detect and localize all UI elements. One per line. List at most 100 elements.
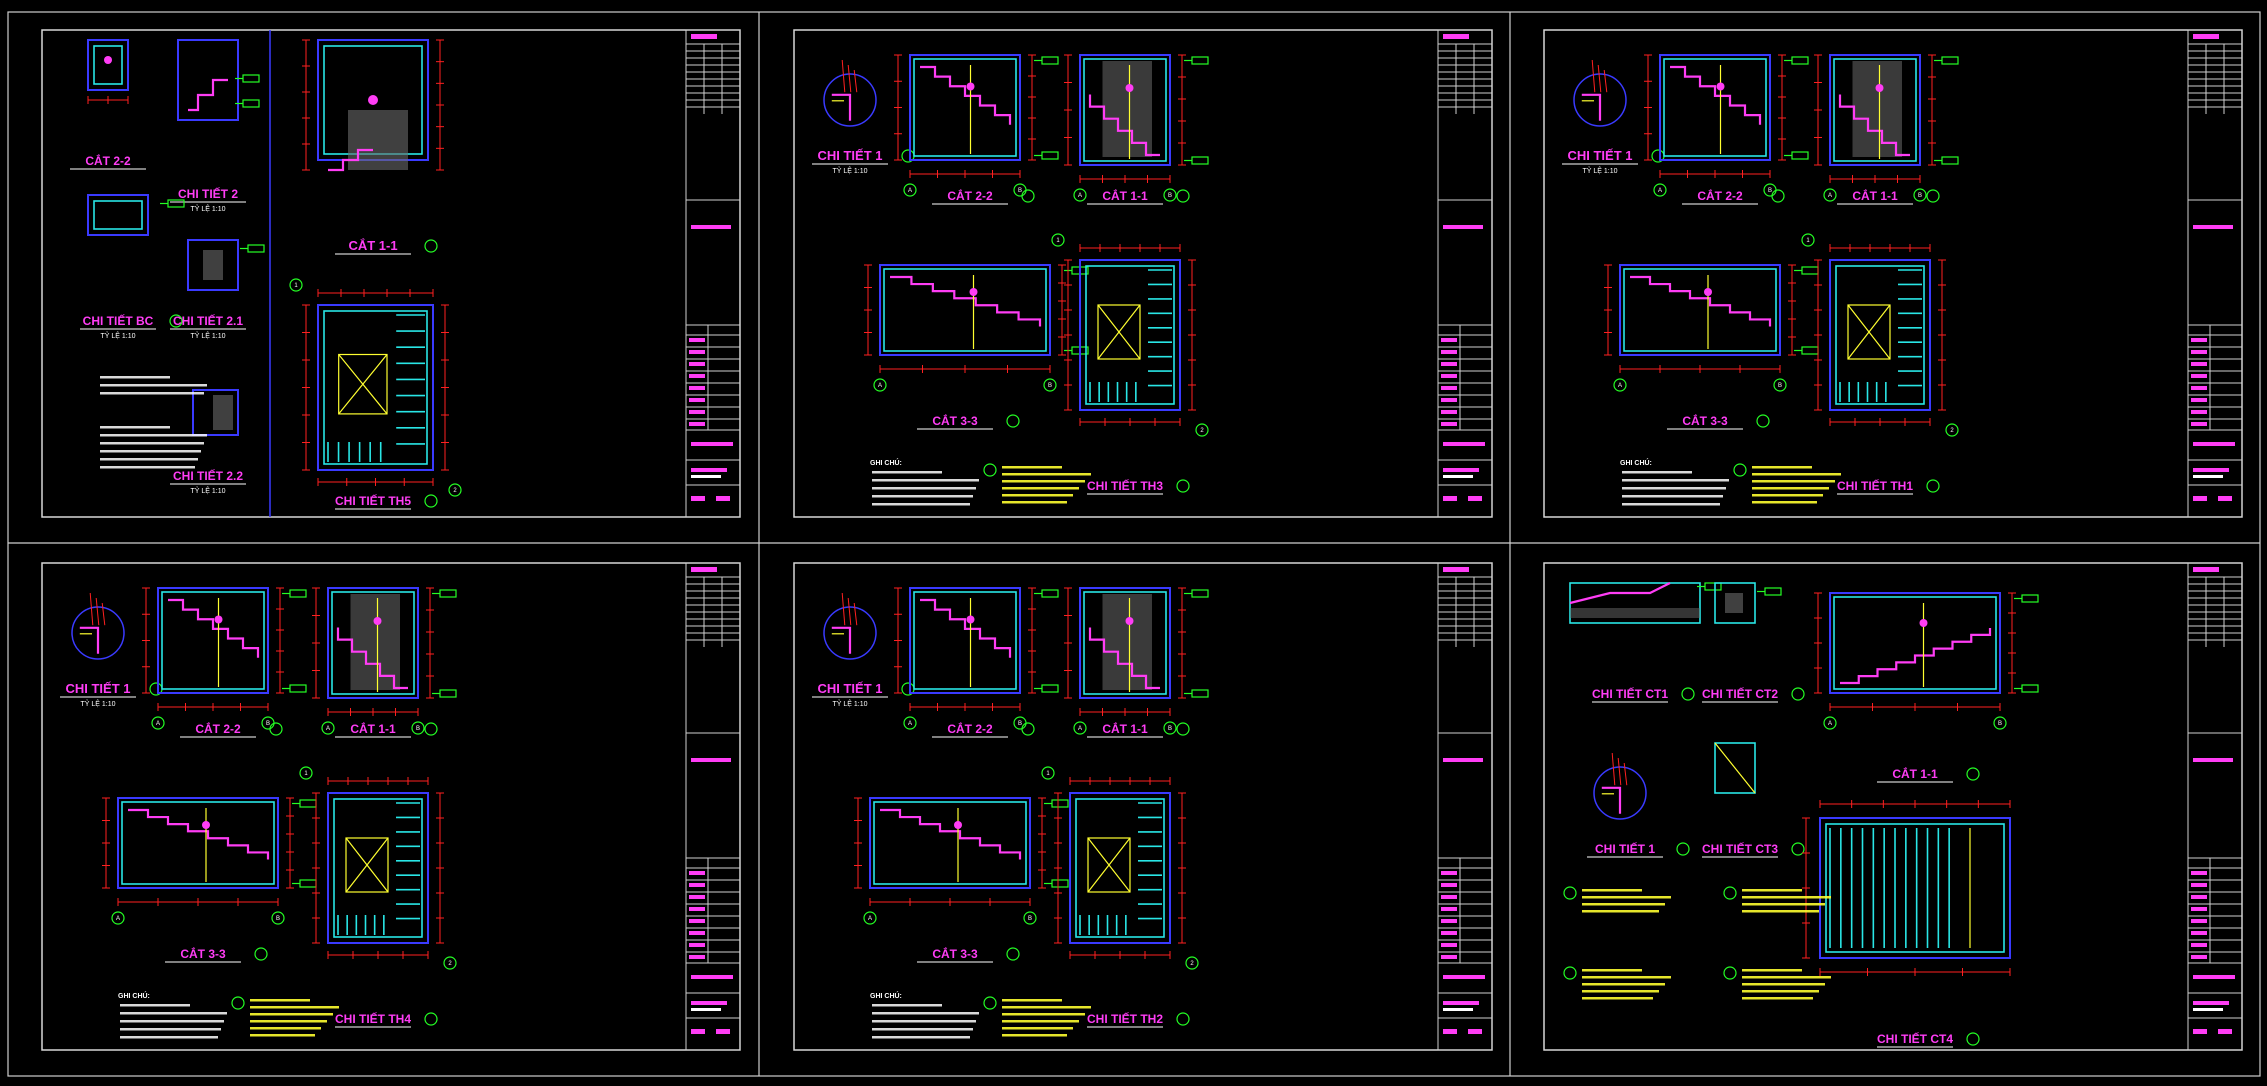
section-wall [177, 39, 239, 121]
title-block-field [716, 1029, 730, 1034]
drawing-caption: CHI TIẾT 1TỶ LỆ 1:10 [1562, 148, 1665, 175]
dimension-chain [157, 703, 269, 711]
grid-bubble-circle [1723, 966, 1737, 980]
drawing-caption: CHI TIẾT TH3 [1087, 478, 1190, 495]
dimension-chain [87, 96, 129, 104]
grid-bubble: 2 [443, 956, 457, 970]
grid-bubble: B [1023, 911, 1037, 925]
title-block-field [691, 1001, 727, 1005]
grid-bubble [1176, 1012, 1190, 1026]
grid-bubble-label: A [1658, 188, 1662, 194]
grid-bubble: 1 [1051, 233, 1065, 247]
level-box [289, 684, 307, 693]
drawing-title: CẮT 3-3 [932, 413, 978, 428]
drawing-title: CẮT 2-2 [947, 721, 993, 736]
grid-bubble-circle [289, 278, 303, 292]
notes-block [100, 426, 207, 469]
drawing-caption: CẮT 1-1 [1837, 188, 1940, 205]
plan-wall [1079, 259, 1181, 411]
grid-bubble-label: B [266, 721, 270, 727]
level-box [1941, 56, 1959, 65]
title-block [2187, 29, 2243, 518]
detail-circle [1573, 73, 1627, 127]
title-block-field [691, 34, 717, 39]
title-block-field [2191, 374, 2207, 378]
grid-bubble-circle [1823, 188, 1837, 202]
drawing-caption: CHI TIẾT 1TỶ LỆ 1:10 [812, 148, 915, 175]
drawing-caption: CẮT 1-1 [335, 238, 438, 255]
grid-bubble: B [1773, 378, 1787, 392]
note-line [872, 1028, 973, 1031]
level-box [242, 74, 260, 83]
drawing-caption: CẮT 2-2 [1682, 188, 1785, 205]
plan-view: 12 [299, 766, 457, 970]
grid-bubble-label: B [1778, 383, 1782, 389]
section-inner-wall [1083, 591, 1167, 695]
stair-profile [1088, 94, 1160, 157]
title-block-frame [685, 29, 741, 518]
title-block-field [2193, 442, 2235, 446]
title-block [1437, 562, 1493, 1051]
level-tag [2014, 684, 2039, 693]
drawing-title: CHI TIẾT 1 [1595, 841, 1655, 856]
note-line [1622, 471, 1692, 474]
grid-bubble: B [1993, 716, 2007, 730]
title-block-frame [1437, 562, 1493, 1051]
note-line [100, 442, 204, 445]
title-block [2187, 562, 2243, 1051]
section-fill [350, 594, 400, 690]
title-block-field [1443, 1008, 1473, 1011]
dimension-chain [1028, 54, 1036, 161]
grid-bubble: 2 [1195, 423, 1209, 437]
drawing-caption: CẮT 1-1 [1877, 766, 1980, 783]
section-wall [1659, 54, 1771, 161]
section-wall [1079, 587, 1171, 699]
drawing-caption: CẮT 3-3 [917, 413, 1020, 430]
dimension-chain [317, 289, 434, 297]
grid-bubble-circle [873, 378, 887, 392]
title-block-field [691, 468, 727, 472]
grid-bubble [1926, 189, 1940, 203]
grid-bubble: 2 [1945, 423, 1959, 437]
dimension-chain [1819, 800, 2011, 808]
dimension-chain [1829, 175, 1921, 183]
grid-bubble-circle [1733, 463, 1747, 477]
note-line [120, 1028, 221, 1031]
note-line [250, 999, 310, 1002]
drawing-scale: TỶ LỆ 1:10 [190, 486, 225, 495]
note-line [120, 1004, 190, 1007]
section-inner-wall [1623, 268, 1777, 352]
title-block-field [2191, 386, 2207, 390]
dimension-chain [441, 304, 449, 471]
level-box [167, 199, 185, 208]
drawing-title: CẮT 3-3 [1682, 413, 1728, 428]
section-wall [909, 54, 1021, 161]
plan-view: 12 [289, 278, 462, 497]
drawing-caption: CẮT 2-2 [932, 188, 1035, 205]
detail-marker [104, 56, 112, 64]
section-fill [1570, 608, 1700, 618]
section-inner-wall [331, 591, 415, 695]
detail-marker [1875, 84, 1884, 92]
level-box [1941, 156, 1959, 165]
section-inner-wall [121, 801, 275, 885]
elevator-cross [338, 354, 388, 415]
dimension-chain [117, 898, 279, 906]
note-line [1742, 969, 1802, 972]
level-tag [1034, 151, 1059, 160]
grid-bubble-circle [1023, 911, 1037, 925]
plan-inner-wall [1825, 823, 2005, 953]
grid-bubble-circle [1913, 188, 1927, 202]
dimension-chain [1188, 259, 1196, 411]
grid-bubble: A [1073, 188, 1087, 202]
detail-stair-edge [1601, 786, 1622, 814]
grid-bubble: A [1823, 188, 1837, 202]
grid-bubble [1176, 722, 1190, 736]
dimension-chain [426, 587, 434, 699]
dimension-chain [436, 39, 444, 171]
